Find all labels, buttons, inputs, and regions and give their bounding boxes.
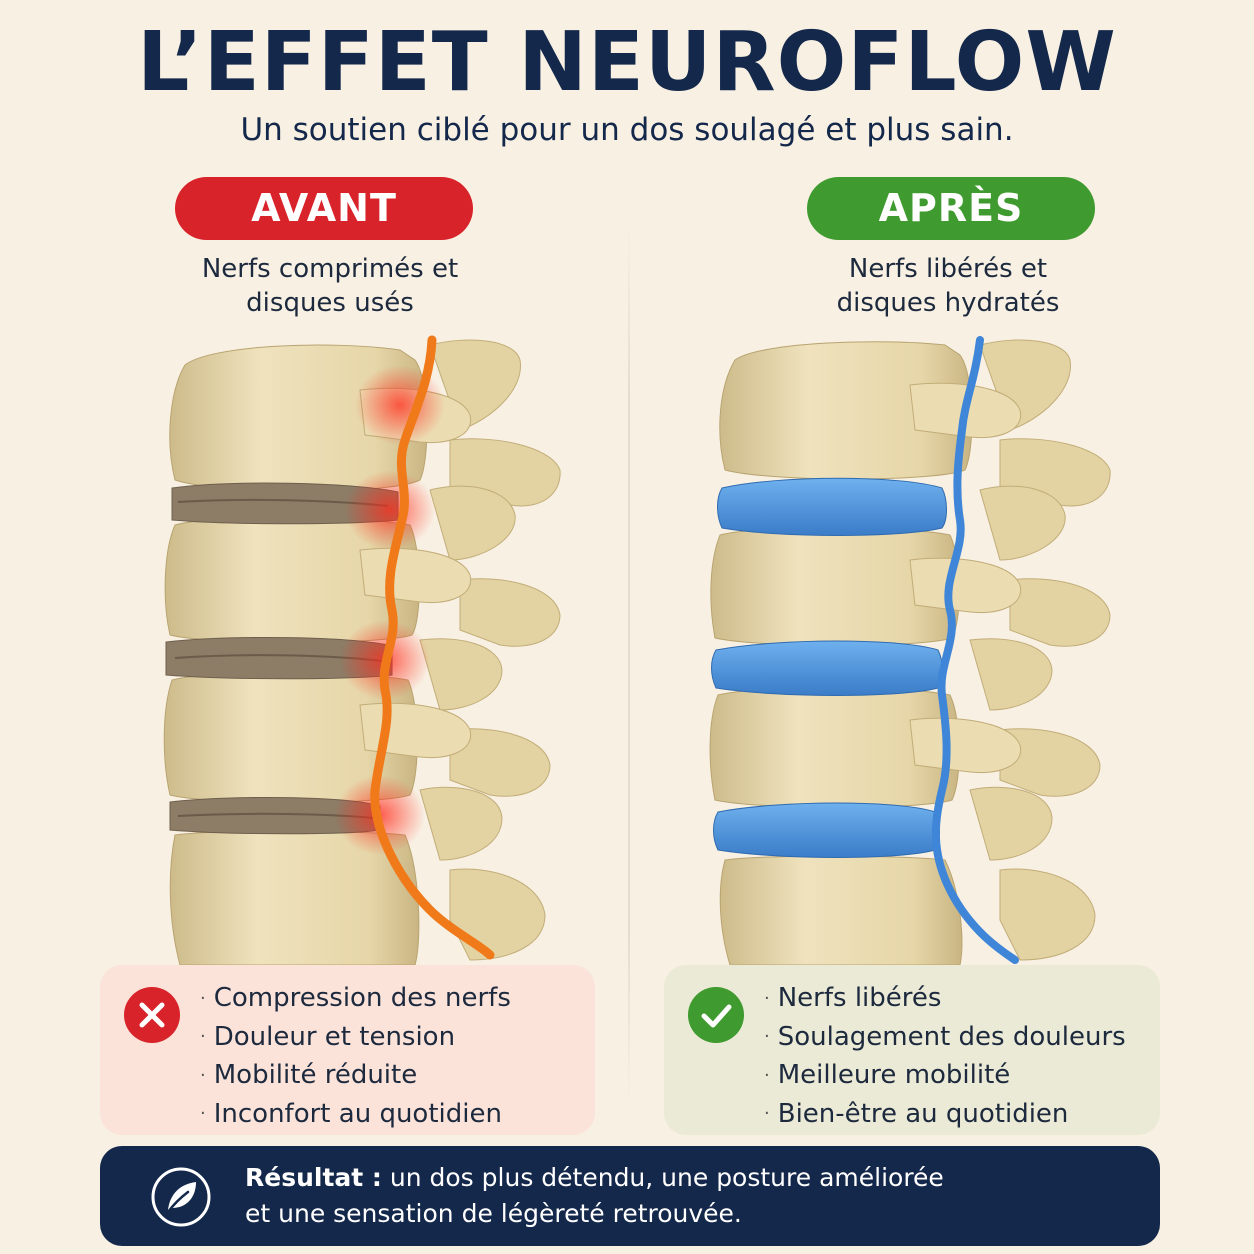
free-nerve — [931, 336, 1019, 964]
spine-after-illustration — [709, 336, 1111, 965]
page-title: L’EFFET NEUROFLOW — [137, 15, 1117, 110]
worn-discs — [165, 482, 399, 835]
after-caption: Nerfs libérés et disques hydratés — [836, 254, 1060, 318]
page-subtitle: Un soutien ciblé pour un dos soulagé et … — [240, 112, 1014, 148]
list-item: ·Compression des nerfs — [200, 983, 511, 1013]
result-label: Résultat : — [245, 1163, 382, 1192]
after-benefits-list: ·Nerfs libérés ·Soulagement des douleurs… — [764, 979, 1126, 1133]
list-item: ·Nerfs libérés — [764, 983, 942, 1013]
result-banner: Résultat : un dos plus détendu, une post… — [100, 1146, 1160, 1246]
compressed-nerve — [370, 335, 495, 960]
center-divider — [628, 225, 630, 1105]
list-item: ·Bien-être au quotidien — [764, 1098, 1069, 1129]
cross-icon — [124, 987, 180, 1043]
vertebra-bodies — [709, 341, 1022, 965]
list-item: ·Douleur et tension — [200, 1021, 456, 1052]
leaf-icon — [151, 1167, 211, 1227]
after-benefits-panel: ·Nerfs libérés ·Soulagement des douleurs… — [664, 965, 1160, 1135]
list-item: ·Meilleure mobilité — [764, 1060, 1011, 1090]
before-label-badge: AVANT — [175, 177, 473, 240]
before-caption: Nerfs comprimés et disques usés — [201, 254, 459, 318]
result-line-2: et une sensation de légèreté retrouvée. — [245, 1199, 742, 1228]
check-icon — [688, 987, 744, 1043]
list-item: ·Inconfort au quotidien — [200, 1098, 502, 1129]
list-item: ·Soulagement des douleurs — [764, 1021, 1126, 1052]
list-item: ·Mobilité réduite — [200, 1060, 418, 1090]
before-symptoms-list: ·Compression des nerfs ·Douleur et tensi… — [200, 979, 511, 1133]
result-line-1: un dos plus détendu, une posture amélior… — [381, 1163, 944, 1192]
before-symptoms-panel: ·Compression des nerfs ·Douleur et tensi… — [100, 965, 595, 1135]
result-text: Résultat : un dos plus détendu, une post… — [245, 1160, 1125, 1232]
hydrated-discs — [711, 477, 947, 858]
after-label-badge: APRÈS — [807, 177, 1095, 240]
spine-before-illustration — [163, 335, 561, 965]
